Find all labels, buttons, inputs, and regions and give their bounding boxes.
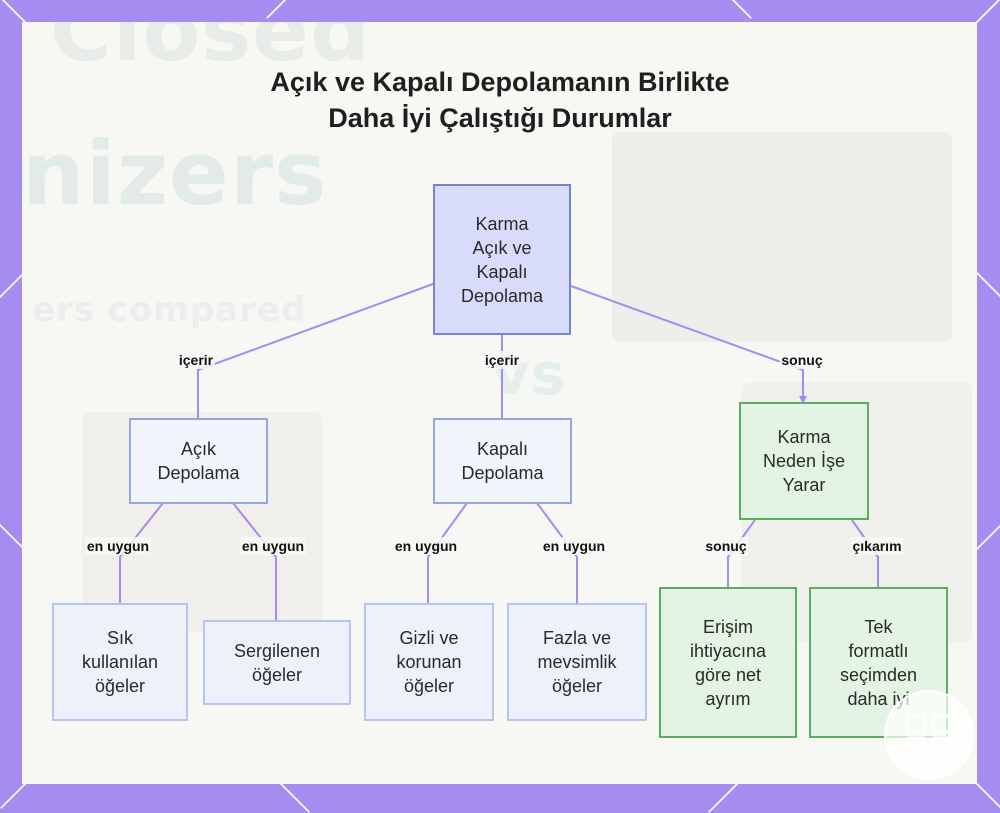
edge-label-inference: çıkarım [850,537,903,555]
edge-label-best-fit: en uygun [541,537,607,555]
edge-label-contains: içerir [177,351,215,369]
edge-open-display [233,503,276,620]
edge-label-best-fit: en uygun [85,537,151,555]
edge-label-contains: içerir [483,351,521,369]
watermark-logo-icon [903,712,955,758]
node-open-storage[interactable]: Açık Depolama [129,418,268,504]
node-closed-storage[interactable]: Kapalı Depolama [433,418,572,504]
node-why-mixed-works[interactable]: Karma Neden İşe Yarar [739,402,869,520]
edge-label-best-fit: en uygun [393,537,459,555]
node-clear-separation[interactable]: Erişim ihtiyacına göre net ayrım [659,587,797,738]
edge-root-why [571,286,803,402]
edge-label-result: sonuç [779,351,824,369]
node-mixed-storage[interactable]: Karma Açık ve Kapalı Depolama [433,184,571,335]
node-display-items[interactable]: Sergilenen öğeler [203,620,351,705]
node-seasonal-items[interactable]: Fazla ve mevsimlik öğeler [507,603,647,721]
edge-label-best-fit: en uygun [240,537,306,555]
node-hidden-items[interactable]: Gizli ve korunan öğeler [364,603,494,721]
edge-root-open [198,284,433,418]
edge-label-result: sonuç [703,537,748,555]
node-frequent-items[interactable]: Sık kullanılan öğeler [52,603,188,721]
watermark-logo-icon [884,690,974,780]
